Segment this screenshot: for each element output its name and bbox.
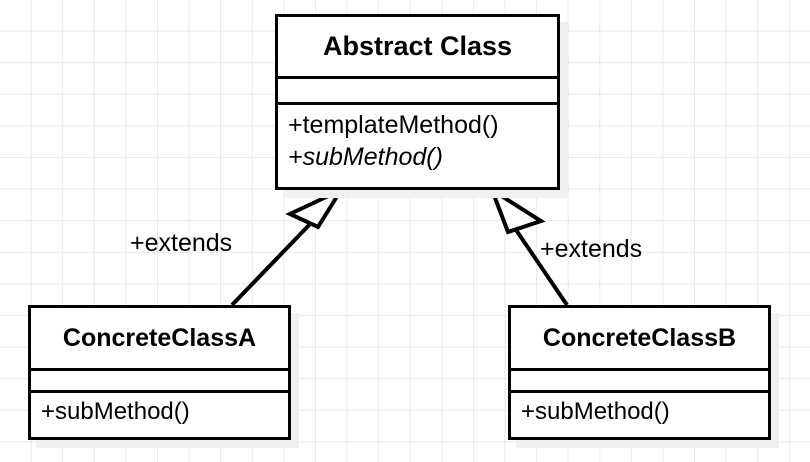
attributes-compartment-concrete-class-b: [511, 368, 768, 390]
class-name-abstract-class: Abstract Class: [322, 31, 513, 61]
operations-compartment-abstract-class: +templateMethod() +subMethod(): [278, 102, 557, 173]
edge-label-extends-b: +extends: [540, 235, 643, 263]
operations-compartment-concrete-class-b: +subMethod(): [511, 390, 768, 428]
class-name-concrete-class-b: ConcreteClassB: [542, 324, 737, 352]
attributes-compartment-abstract-class: [278, 76, 557, 102]
attributes-compartment-concrete-class-a: [31, 368, 288, 390]
generalization-edge-b[interactable]: [487, 185, 569, 307]
generalization-line-a: [230, 219, 315, 307]
operation-template-method: +templateMethod(): [288, 111, 499, 139]
hollow-triangle-arrowhead-a: [285, 185, 347, 230]
uml-class-concrete-class-b[interactable]: ConcreteClassB +subMethod(): [508, 305, 771, 440]
generalization-edge-a[interactable]: [230, 185, 347, 307]
hollow-triangle-arrowhead-b: [487, 185, 546, 235]
uml-class-concrete-class-a[interactable]: ConcreteClassA +subMethod(): [28, 305, 291, 440]
generalization-line-b: [510, 222, 569, 307]
operation-sub-method-b: +subMethod(): [521, 398, 670, 425]
edge-label-extends-a: +extends: [130, 229, 233, 257]
operations-compartment-concrete-class-a: +subMethod(): [31, 390, 288, 428]
class-name-concrete-class-a: ConcreteClassA: [62, 324, 257, 352]
operation-sub-method-abstract: +subMethod(): [288, 143, 443, 171]
operation-sub-method-a: +subMethod(): [41, 398, 190, 425]
uml-class-abstract-class[interactable]: Abstract Class +templateMethod() +subMet…: [275, 14, 560, 190]
